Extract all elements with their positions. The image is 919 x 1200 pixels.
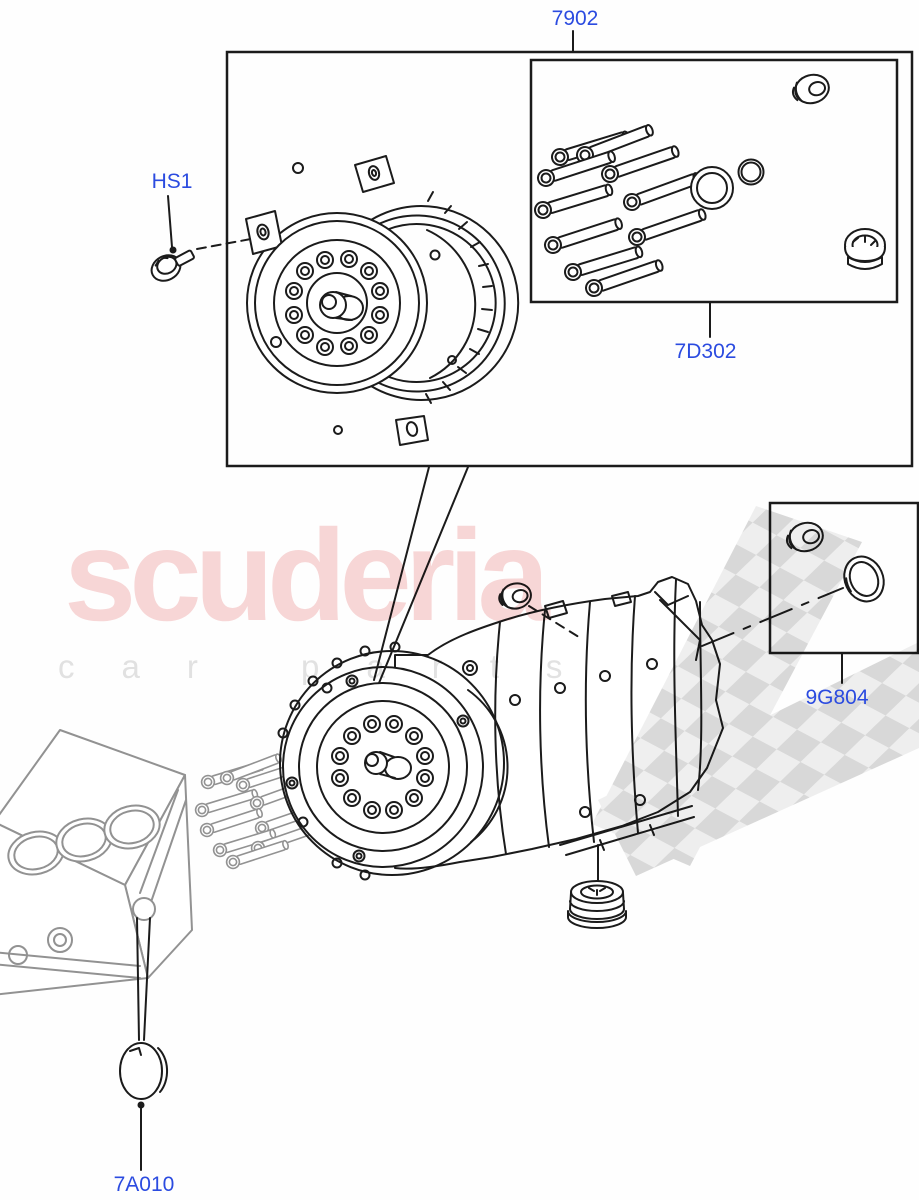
installed-torque-converter xyxy=(282,666,484,868)
callout-label-9g804: 9G804 xyxy=(805,686,869,709)
callout-label-7a010: 7A010 xyxy=(113,1173,175,1196)
converter-location-lines xyxy=(373,466,469,684)
drain-plug-drawing xyxy=(567,880,627,929)
rim-hatch-marks xyxy=(425,191,493,404)
engine-block-drawing xyxy=(0,729,193,996)
block-plug-drawing xyxy=(119,917,169,1171)
transmission-drawing xyxy=(277,576,844,929)
hs1-bolt-hole xyxy=(256,223,270,241)
torque-converter-drawing xyxy=(245,155,520,446)
callout-label-7902: 7902 xyxy=(551,7,599,30)
bolt-kit-box xyxy=(529,58,899,304)
seal-kit-leader-line xyxy=(701,587,844,647)
hs1-leader-line xyxy=(196,238,252,250)
seal-kit-seal xyxy=(843,555,885,603)
breather-plug xyxy=(788,70,834,109)
callout-label-hs1: HS1 xyxy=(151,170,193,193)
seal-kit-plug xyxy=(782,518,828,557)
hs1-bolt-drawing xyxy=(150,195,252,282)
bolt-kit-contents xyxy=(532,70,886,300)
assembly-box xyxy=(225,50,914,468)
kit-drain-plug xyxy=(844,228,886,270)
grommet-leader-line xyxy=(528,605,583,640)
callout-label-7d302: 7D302 xyxy=(674,340,737,363)
block-plug-hole xyxy=(132,897,156,921)
seal-kit-contents xyxy=(782,518,885,603)
grommet-plug-drawing xyxy=(498,582,532,610)
